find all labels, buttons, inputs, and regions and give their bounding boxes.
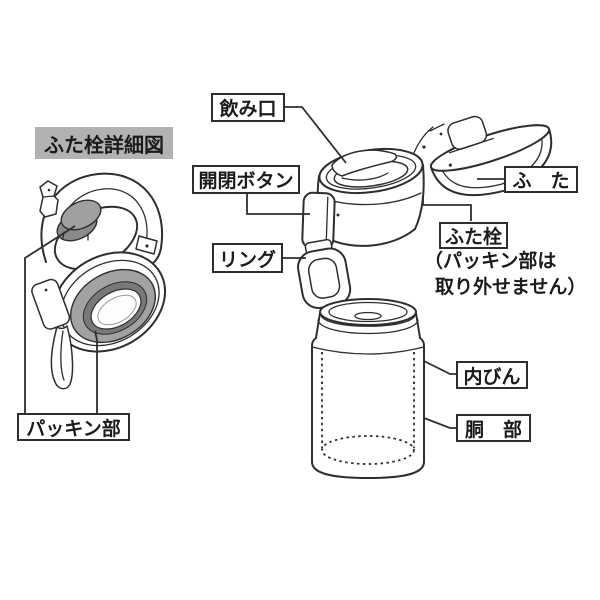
spout-leader-line [285,106,347,164]
lid-shape [429,115,553,197]
open-close-leader-line [246,194,310,215]
body-leader-line [423,417,456,429]
label-lid-plug: ふた栓 [439,222,508,249]
ring-shape [297,238,352,309]
label-body: 胴 部 [456,414,531,442]
bottle-body-shape [311,346,425,479]
packing-leader-line-left [24,225,76,413]
inner-bottle-shape [321,352,415,448]
inner-bottle-leader-line [423,360,456,375]
detail-gasket-hole [90,288,142,330]
detail-clasp [39,180,59,218]
bottle-drawing [311,298,425,479]
label-packing: パッキン部 [17,413,130,441]
bottle-threads [317,314,419,335]
leader-lines [24,106,504,429]
lid-plug-note-line2: 取り外せません） [435,277,587,298]
label-open-close-button: 開閉ボタン [192,165,300,194]
lid-hinge [411,123,445,159]
detail-title: ふた栓詳細図 [35,127,173,159]
detail-plug-top [60,199,102,231]
label-spout: 飲み口 [211,93,285,122]
lid-assembly-drawing [297,115,553,309]
detail-strap [50,325,74,390]
button-shape [301,191,336,250]
label-lid: ふ た [504,166,578,193]
lid-plug-note: （パッキン部は 取り外せません） [424,249,586,301]
detail-flap [31,278,71,330]
lid-plug-detail-drawing [31,172,167,390]
lid-plug-leader-line [422,197,472,221]
label-ring: リング [212,243,283,273]
lid-plug-note-line1: （パッキン部は [424,251,557,272]
spout-shape [331,149,398,177]
label-inner-bottle: 内びん [456,361,528,389]
packing-leader-line-right [94,330,98,413]
